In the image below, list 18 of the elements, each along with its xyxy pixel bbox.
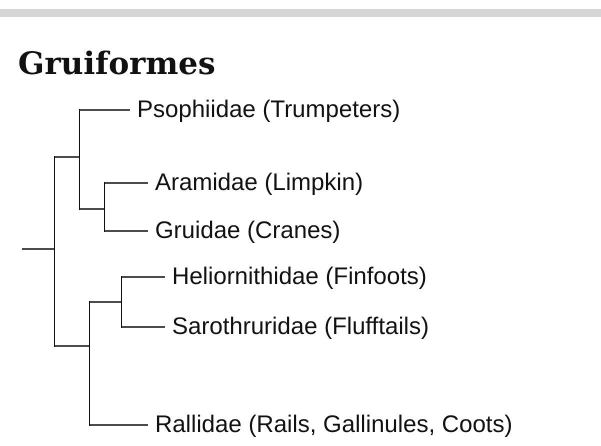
tree-branch-line bbox=[122, 326, 165, 328]
tree-branch-line bbox=[122, 276, 165, 278]
title: Gruiformes bbox=[18, 46, 216, 82]
taxon-label: Sarothruridae (Flufftails) bbox=[172, 313, 429, 341]
taxon-label: Rallidae (Rails, Gallinules, Coots) bbox=[155, 411, 512, 439]
tree-branch-line bbox=[105, 230, 148, 232]
tree-branch-line bbox=[105, 182, 148, 184]
tree-branch-line bbox=[90, 424, 148, 426]
taxon-label: Aramidae (Limpkin) bbox=[155, 169, 364, 197]
tree-branch-line bbox=[55, 156, 80, 158]
tree-branch-line bbox=[80, 208, 105, 210]
tree-branch-line bbox=[90, 301, 122, 303]
taxon-label: Heliornithidae (Finfoots) bbox=[172, 263, 427, 291]
taxon-label: Psophiidae (Trumpeters) bbox=[137, 96, 400, 124]
tree-branch-line bbox=[55, 345, 90, 347]
tree-branch-line bbox=[80, 109, 130, 111]
taxon-label: Gruidae (Cranes) bbox=[155, 217, 340, 245]
tree-branch-line bbox=[22, 248, 55, 250]
